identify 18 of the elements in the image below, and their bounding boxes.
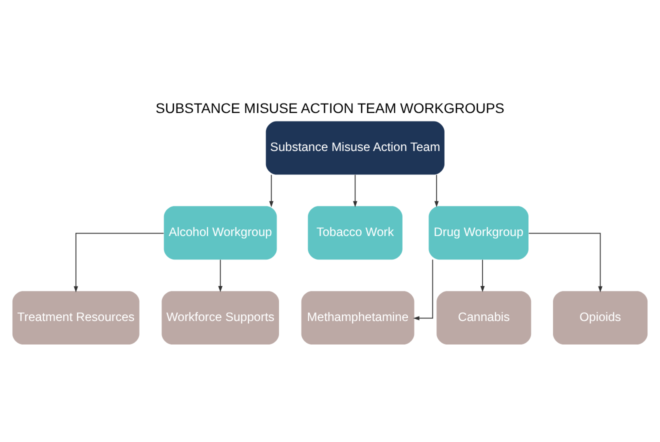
arrow	[269, 174, 274, 207]
node-box: Methamphetamine	[301, 290, 414, 344]
node-box: Drug Workgroup	[428, 206, 528, 260]
node-box: Opioids	[553, 290, 648, 344]
node-box: Cannabis	[436, 290, 532, 344]
arrow	[74, 232, 164, 292]
arrow	[528, 232, 602, 292]
node-box: Treatment Resources	[12, 290, 140, 344]
arrow	[218, 258, 222, 292]
arrow	[353, 174, 358, 207]
arrow	[480, 258, 485, 292]
node-box: Workforce Supports	[162, 290, 279, 344]
node-box: Substance Misuse Action Team	[266, 120, 444, 174]
arrow	[413, 258, 434, 320]
node-box: Alcohol Workgroup	[164, 206, 277, 260]
diagram-title: SUBSTANCE MISUSE ACTION TEAM WORKGROUPS	[156, 100, 504, 116]
arrow	[434, 174, 439, 207]
node-box: Tobacco Work	[308, 206, 402, 260]
